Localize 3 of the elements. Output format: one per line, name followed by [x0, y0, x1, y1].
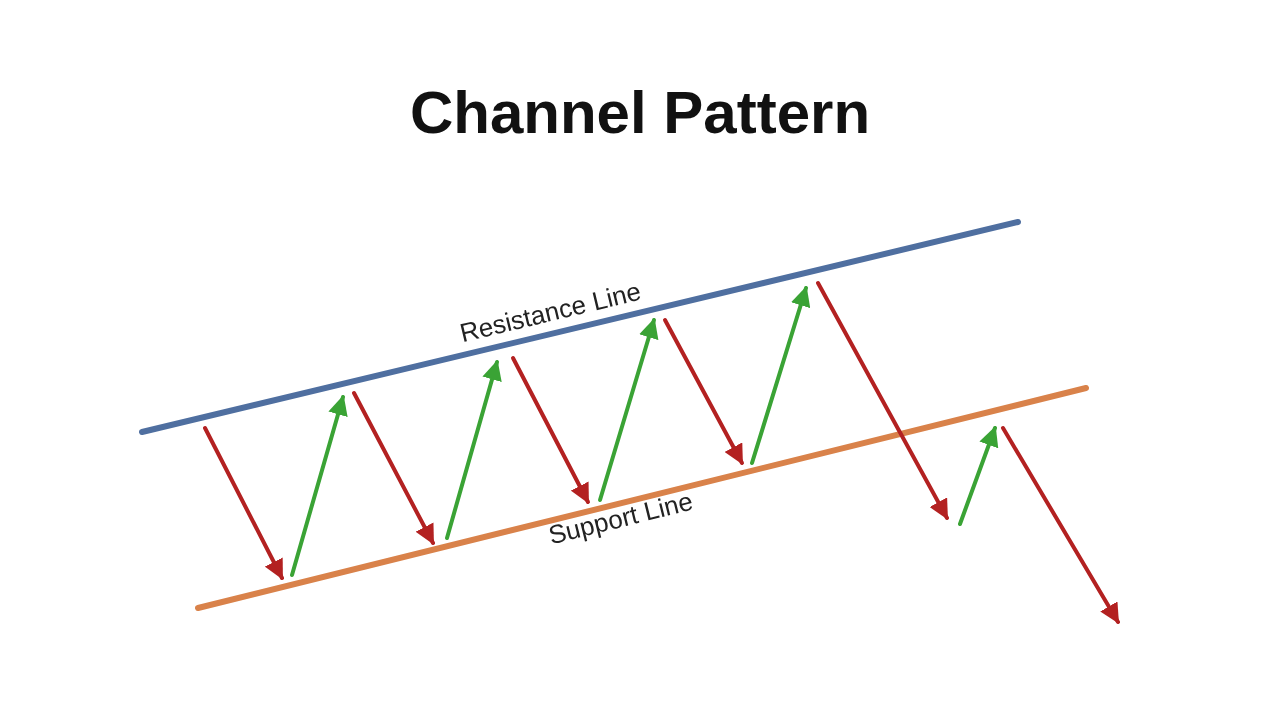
- line-label: Resistance Line: [456, 275, 644, 349]
- title: Channel Pattern: [409, 79, 871, 146]
- line-label: Support Line: [544, 485, 696, 551]
